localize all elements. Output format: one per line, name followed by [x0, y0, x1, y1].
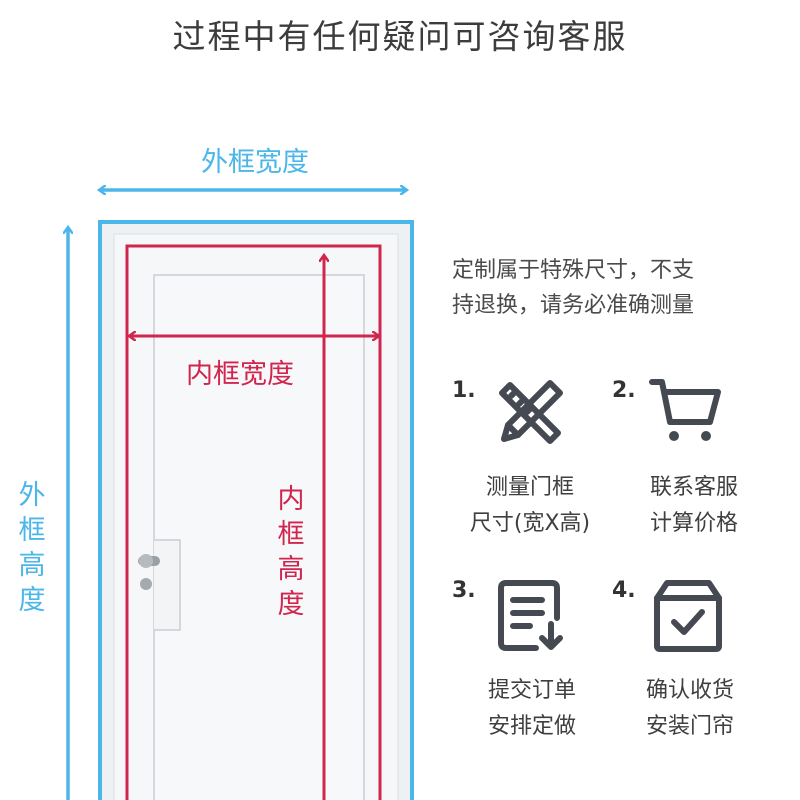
step-2-text: 联系客服 计算价格: [649, 475, 738, 536]
custom-size-notice: 定制属于特殊尺寸，不支 持退换，请务必准确测量: [452, 258, 695, 318]
outer-height-label: 外 框 高 度: [18, 480, 46, 616]
step-1-number: 1.: [452, 378, 476, 403]
shopping-cart-icon: [648, 376, 724, 448]
order-document-icon: [496, 578, 568, 654]
inner-width-label: 内框宽度: [186, 359, 294, 390]
door-diagram: [0, 0, 414, 800]
step-4-number: 4.: [612, 578, 636, 603]
inner-height-label: 内 框 高 度: [277, 484, 305, 620]
step-3-number: 3.: [452, 578, 476, 603]
step-3-text: 提交订单 安排定做: [487, 678, 576, 739]
step-1-text: 测量门框 尺寸(宽X高): [469, 475, 591, 536]
door-handle: [138, 554, 160, 590]
step-2-number: 2.: [612, 378, 636, 403]
checkbox-package-icon: [652, 578, 724, 654]
inner-frame-outline: [125, 244, 382, 800]
door-leaf: [153, 274, 365, 800]
step-4-text: 确认收货 安装门帘: [645, 678, 734, 739]
ruler-pencil-icon: [494, 377, 566, 449]
page-title: 过程中有任何疑问可咨询客服: [172, 17, 628, 56]
outer-width-label: 外框宽度: [201, 147, 309, 178]
